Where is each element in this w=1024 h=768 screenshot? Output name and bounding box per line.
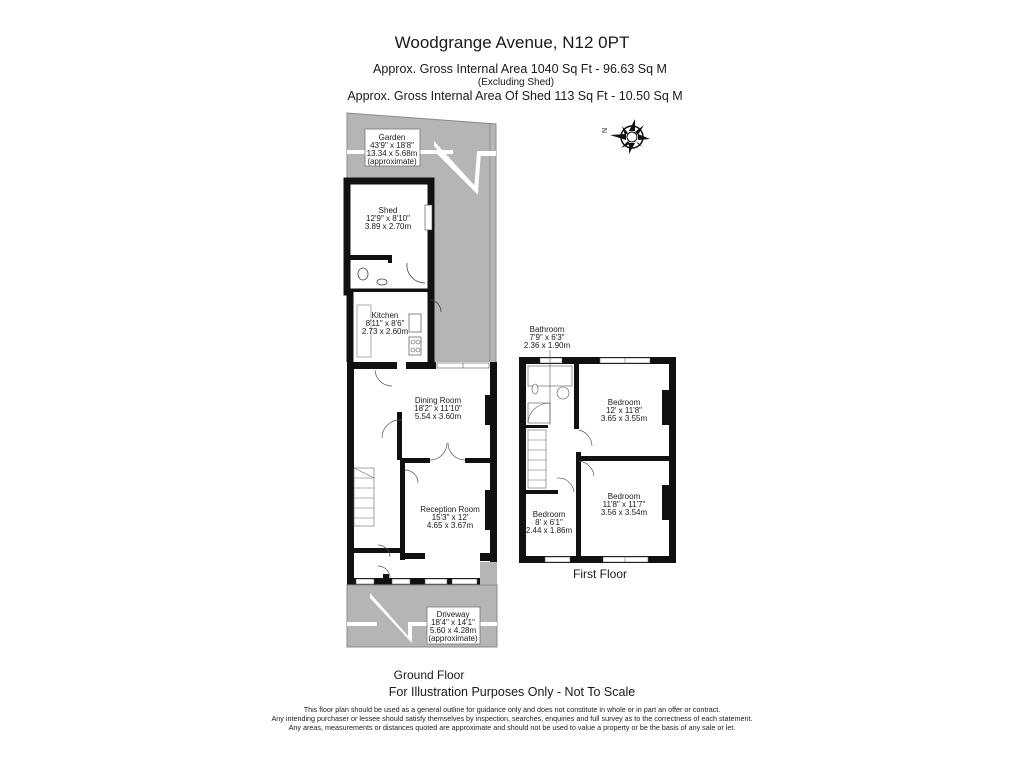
svg-text:Driveway: Driveway	[437, 610, 470, 619]
svg-text:12' x 11'8": 12' x 11'8"	[606, 406, 642, 415]
driveway-area	[346, 562, 498, 648]
svg-text:2.36 x 1.90m: 2.36 x 1.90m	[524, 341, 571, 350]
north-label: N	[602, 128, 609, 133]
shed-label: Shed 12'9" x 8'10" 3.89 x 2.70m	[365, 206, 412, 231]
disclaimer-line-3: Any areas, measurements or distances quo…	[288, 723, 736, 732]
bedroom-3-label: Bedroom 8' x 6'1" 2.44 x 1.86m	[526, 510, 573, 535]
first-floor-label: First Floor	[573, 567, 627, 581]
bathroom-label: Bathroom 7'9" x 6'3" 2.36 x 1.90m	[524, 325, 571, 350]
disclaimer-line-1: This floor plan should be used as a gene…	[303, 705, 721, 714]
svg-text:Garden: Garden	[379, 133, 406, 142]
svg-text:2.44 x 1.86m: 2.44 x 1.86m	[526, 526, 573, 535]
svg-text:8'11" x 8'6": 8'11" x 8'6"	[366, 319, 405, 328]
svg-text:18'2" x 11'10": 18'2" x 11'10"	[414, 404, 462, 413]
svg-text:11'8" x 11'7": 11'8" x 11'7"	[603, 500, 646, 509]
garden-label: Garden 43'9" x 18'8" 13.34 x 5.68m (appr…	[367, 133, 418, 166]
svg-text:Reception Room: Reception Room	[420, 505, 480, 514]
driveway-label: Driveway 18'4" x 14'1" 5.60 x 4.28m (app…	[428, 610, 478, 643]
kitchen-label: Kitchen 8'11" x 8'6" 2.73 x 2.60m	[362, 311, 409, 336]
svg-text:5.54 x 3.60m: 5.54 x 3.60m	[415, 412, 462, 421]
svg-text:7'9" x 6'3": 7'9" x 6'3"	[530, 333, 565, 342]
svg-text:8' x 6'1": 8' x 6'1"	[535, 518, 563, 527]
first-floor-plan	[519, 350, 676, 563]
svg-text:Dining Room: Dining Room	[415, 396, 462, 405]
svg-text:Bedroom: Bedroom	[608, 492, 641, 501]
svg-text:3.89 x 2.70m: 3.89 x 2.70m	[365, 222, 412, 231]
svg-text:(approximate): (approximate)	[428, 634, 478, 643]
excluding-shed-note: (Excluding Shed)	[477, 77, 555, 88]
shed-internal-area: Approx. Gross Internal Area Of Shed 113 …	[347, 89, 683, 103]
entrance-arrow-icon	[380, 574, 392, 585]
svg-text:18'4" x 14'1": 18'4" x 14'1"	[431, 618, 475, 627]
svg-text:43'9" x 18'8": 43'9" x 18'8"	[370, 141, 414, 150]
svg-text:3.56 x 3.54m: 3.56 x 3.54m	[601, 508, 648, 517]
svg-text:13.34 x 5.68m: 13.34 x 5.68m	[367, 149, 418, 158]
disclaimer-line-2: Any intending purchaser or lessee should…	[271, 714, 753, 723]
svg-text:5.60 x 4.28m: 5.60 x 4.28m	[430, 626, 477, 635]
svg-text:(approximate): (approximate)	[367, 157, 417, 166]
ground-floor-label: Ground Floor	[393, 668, 465, 682]
property-address-title: Woodgrange Avenue, N12 0PT	[394, 33, 630, 52]
illustration-notice: For Illustration Purposes Only - Not To …	[388, 685, 636, 699]
svg-text:12'9" x 8'10": 12'9" x 8'10"	[366, 214, 410, 223]
compass-rose-icon: N	[602, 119, 650, 154]
svg-text:Bedroom: Bedroom	[608, 398, 641, 407]
svg-text:15'3" x 12': 15'3" x 12'	[432, 513, 469, 522]
bedroom-1-label: Bedroom 12' x 11'8" 3.65 x 3.55m	[601, 398, 648, 423]
kitchen	[346, 292, 442, 362]
dining-room-label: Dining Room 18'2" x 11'10" 5.54 x 3.60m	[414, 396, 462, 421]
svg-text:Bedroom: Bedroom	[533, 510, 566, 519]
svg-text:3.65 x 3.55m: 3.65 x 3.55m	[601, 414, 648, 423]
svg-text:Kitchen: Kitchen	[372, 311, 399, 320]
svg-text:2.73 x 2.60m: 2.73 x 2.60m	[362, 327, 409, 336]
main-house-ground	[347, 362, 497, 585]
gross-internal-area: Approx. Gross Internal Area 1040 Sq Ft -…	[373, 62, 667, 76]
svg-text:Bathroom: Bathroom	[530, 325, 565, 334]
bedroom-2-label: Bedroom 11'8" x 11'7" 3.56 x 3.54m	[601, 492, 648, 517]
svg-text:Shed: Shed	[379, 206, 398, 215]
shed	[343, 177, 435, 296]
svg-text:4.65 x 3.67m: 4.65 x 3.67m	[427, 521, 474, 530]
reception-room-label: Reception Room 15'3" x 12' 4.65 x 3.67m	[420, 505, 480, 530]
